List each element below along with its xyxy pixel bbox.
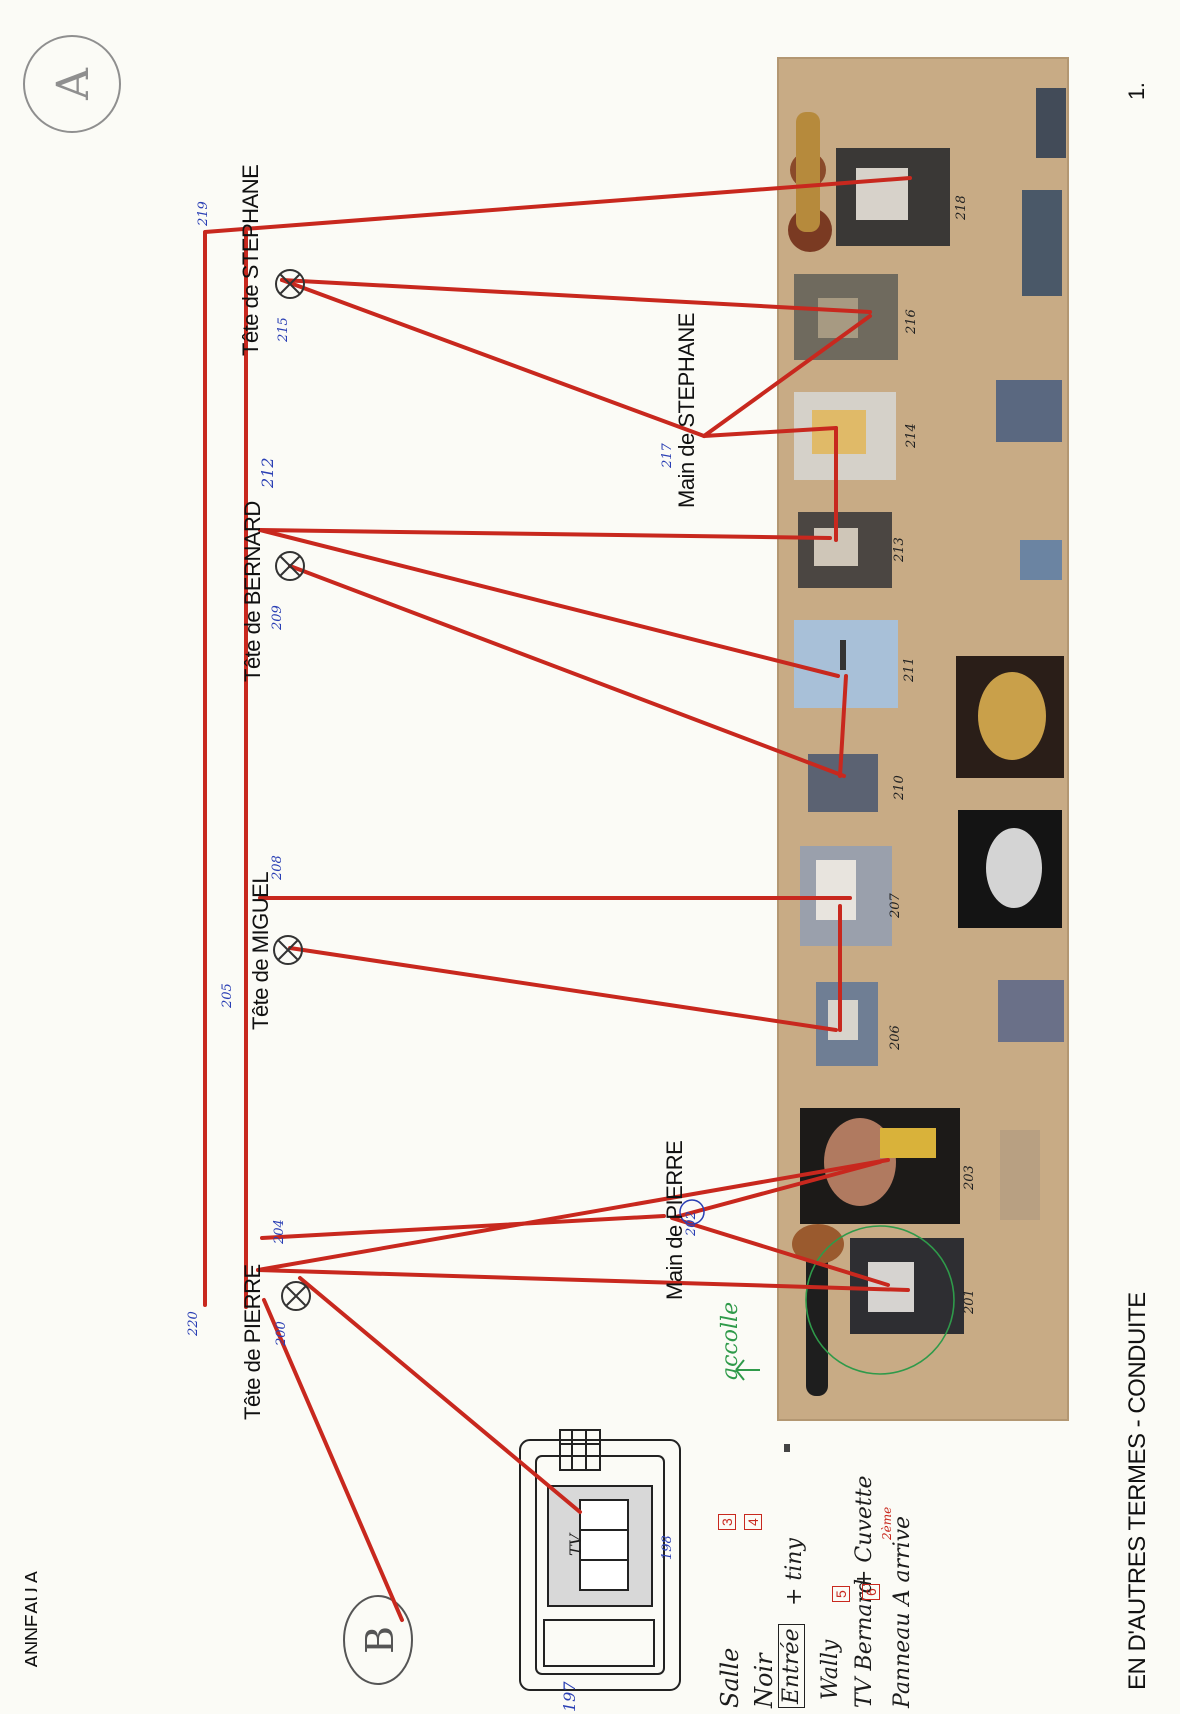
box-3: 3: [718, 1514, 736, 1530]
note-wally: Wally: [818, 1639, 843, 1700]
num-217: 217: [660, 443, 675, 468]
num-220: 220: [186, 1311, 201, 1336]
num-203: 203: [962, 1165, 977, 1190]
num-201: 201: [962, 1289, 977, 1314]
num-204: 204: [272, 1219, 287, 1244]
num-208: 208: [270, 855, 285, 880]
note-cuvette: + Cuvette: [852, 1475, 877, 1588]
note-entree: Entrée: [778, 1624, 805, 1708]
num-215: 215: [276, 317, 291, 342]
num-206: 206: [888, 1025, 903, 1050]
box-6: 6: [862, 1584, 880, 1600]
note-salle: Salle: [716, 1647, 744, 1708]
note-accolle: accolle: [718, 1301, 743, 1380]
label-tete-pierre: Tête de PIERRE: [240, 1264, 265, 1420]
num-207: 207: [888, 893, 903, 918]
photo-bottom-6: [998, 980, 1064, 1042]
green-arrow: [735, 1359, 760, 1381]
num-209: 209: [270, 605, 285, 630]
circle-b-letter: B: [358, 1626, 402, 1654]
note-panneau: Panneau A arrive: [890, 1515, 915, 1708]
num-200: 200: [274, 1321, 289, 1346]
label-tete-stephane: Tête de STEPHANE: [238, 164, 263, 356]
green-circle: [805, 1225, 955, 1375]
num-202: 202: [684, 1211, 699, 1236]
tv-label: TV: [566, 1533, 585, 1556]
red-links: [203, 176, 912, 1622]
tv-sketch: [519, 1429, 681, 1691]
num-197: 197: [560, 1681, 579, 1712]
label-tete-bernard: Tête de BERNARD: [240, 501, 265, 682]
photo-corner-strip: [1036, 88, 1066, 158]
photo-bottom-7: [784, 1444, 790, 1452]
circle-a-letter: A: [48, 67, 99, 101]
num-219: 219: [196, 201, 211, 226]
num-210: 210: [892, 775, 907, 800]
object-rings: [788, 112, 832, 252]
photo-210: [808, 754, 878, 812]
object-hand-prop: [792, 1224, 844, 1396]
num-213: 213: [892, 537, 907, 562]
x-markers: [273, 269, 311, 1311]
photo-bottom-2: [996, 380, 1062, 442]
box-5: 5: [832, 1586, 850, 1602]
label-tete-miguel: Tête de MIGUEL: [248, 871, 273, 1030]
circle-a: [23, 35, 121, 133]
num-216: 216: [904, 309, 919, 334]
num-214: 214: [904, 423, 919, 448]
photo-bottom-1: [1022, 190, 1062, 296]
photo-bottom-3: [1020, 540, 1062, 580]
note-noir: Noir: [750, 1653, 778, 1708]
num-218: 218: [954, 195, 969, 220]
page-footer: EN D'AUTRES TERMES - CONDUITE: [1124, 1292, 1151, 1690]
page-number: 1.: [1124, 82, 1149, 100]
num-211: 211: [902, 657, 917, 682]
num-198: 198: [660, 1535, 675, 1560]
note-tiny: + tiny: [782, 1538, 807, 1606]
label-main-stephane: Main de STEPHANE: [674, 313, 699, 508]
num-212: 212: [258, 457, 277, 488]
box-4: 4: [744, 1514, 762, 1530]
circle-b: [343, 1595, 413, 1685]
num-205: 205: [220, 983, 235, 1008]
